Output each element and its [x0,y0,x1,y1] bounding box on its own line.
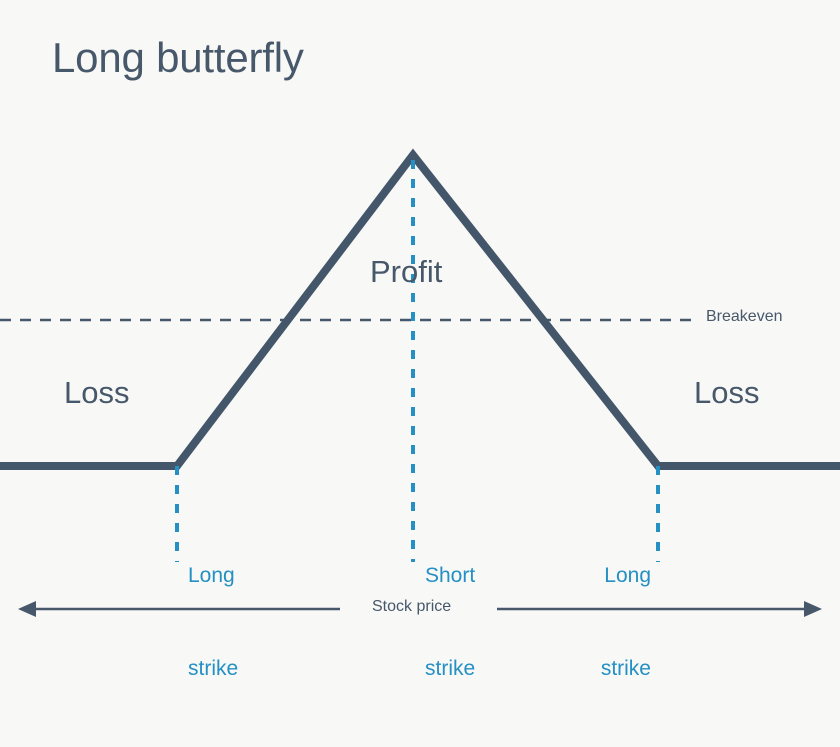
arrow-left-icon [18,601,340,617]
x-axis-label: Stock price [372,598,452,615]
strike-label-line1: Long [604,564,651,588]
loss-region-label-right: Loss [694,375,760,410]
strike-label-short: Short strike [425,498,475,747]
loss-region-label-left: Loss [64,375,130,410]
strike-label-long-upper: Long strike [521,498,651,747]
arrow-right-icon [497,601,822,617]
strike-label-long-lower: Long strike [188,498,238,747]
strike-label-line2: strike [188,657,239,681]
breakeven-label: Breakeven [706,308,783,325]
payoff-chart-svg [0,148,840,617]
payoff-diagram: Long butterfly Profit Loss Loss Breakeve… [0,34,840,681]
strike-label-line2: strike [600,657,651,681]
payoff-line [0,148,840,470]
strike-label-line1: Short [425,564,476,588]
profit-region-label: Profit [370,254,443,289]
strike-label-line2: strike [425,657,476,681]
strike-label-line1: Long [188,564,235,588]
page-title: Long butterfly [52,34,304,81]
